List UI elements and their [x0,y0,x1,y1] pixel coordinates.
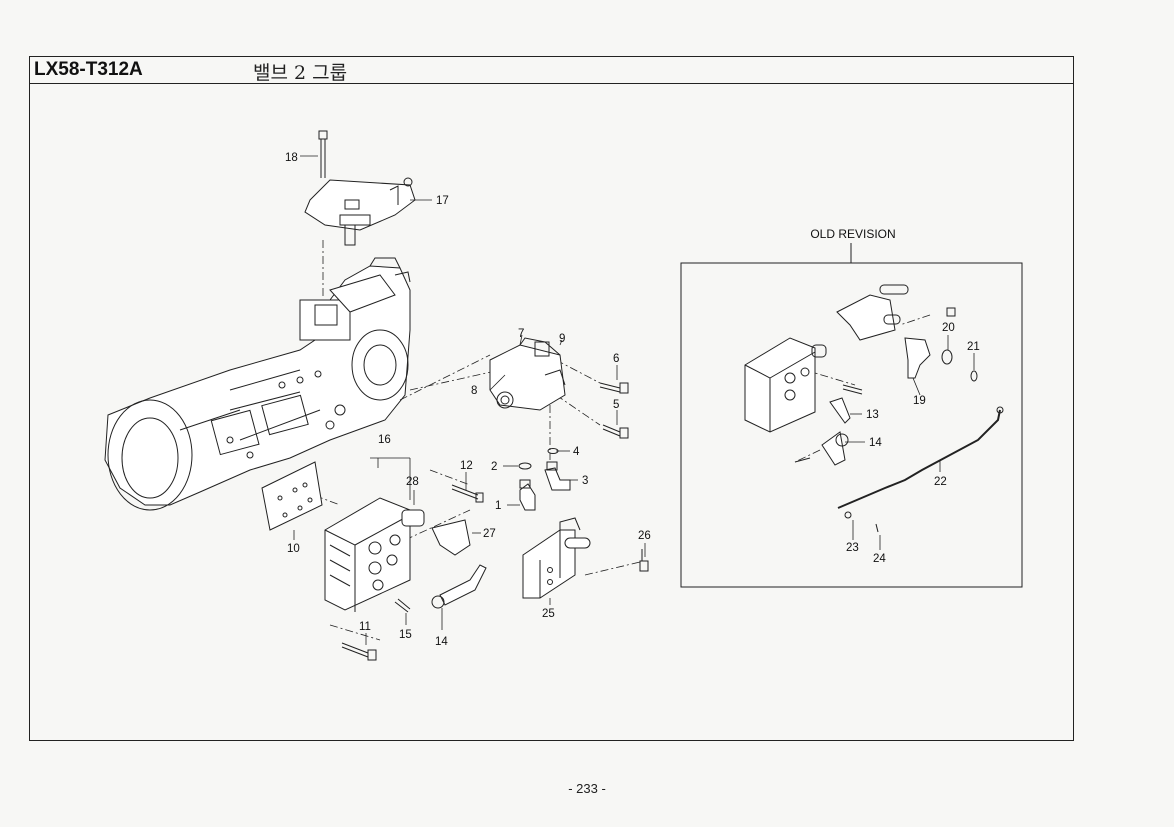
part-10-gasket [261,461,323,531]
callout-14-old: 14 [869,437,882,449]
callout-2: 2 [491,461,497,473]
part-6-bolt [599,382,629,394]
part-1-elbow-fitting [519,479,536,511]
callout-12: 12 [460,460,473,472]
part-group-title: 밸브 2 그룹 [253,62,348,84]
callout-18: 18 [285,152,298,164]
part-14-lever [431,564,487,609]
callout-13: 13 [866,409,879,421]
callout-17: 17 [436,195,449,207]
callout-6: 6 [613,353,619,365]
part-17-valve-bracket [304,177,416,246]
callout-20: 20 [942,322,955,334]
callout-21: 21 [967,341,980,353]
callout-16: 16 [378,434,391,446]
part-12-bolt [451,484,484,503]
callout-24: 24 [873,553,886,565]
callout-19: 19 [913,395,926,407]
callout-10: 10 [287,543,300,555]
part-22-rod [837,406,1004,509]
callout-8: 8 [471,385,477,397]
callout-22: 22 [934,476,947,488]
part-13-arm [829,397,851,424]
part-5-bolt [602,424,629,439]
part-27-bracket [431,519,471,556]
part-15-pin [394,598,411,613]
part-24-clip [875,523,879,533]
part-14-old-lever [821,431,849,466]
callout-15: 15 [399,629,412,641]
transmission-housing [104,257,411,511]
callout-1: 1 [495,500,501,512]
page-number: - 233 - [568,781,606,796]
part-20-bolt [946,307,956,317]
title-bar: LX58-T312A 밸브 2 그룹 [30,57,1073,84]
callout-7: 7 [518,328,524,340]
part-25-mounting-bracket [522,517,591,599]
part-21-clip [970,370,978,382]
callout-11: 11 [359,621,371,633]
callout-14-main: 14 [435,636,448,648]
callout-23: 23 [846,542,859,554]
callout-5: 5 [613,399,619,411]
part-group-code: LX58-T312A [34,59,143,80]
diagram-frame: LX58-T312A 밸브 2 그룹 [29,56,1074,741]
callout-26: 26 [638,530,651,542]
old-revision-panel [680,243,1023,588]
callout-4: 4 [573,446,580,458]
old-bracket [836,284,909,341]
part-26-bolt [639,549,649,572]
callout-27: 27 [483,528,496,540]
callout-leaders [293,155,975,645]
part-3-elbow-fitting [544,461,571,491]
leader-lines [299,240,931,641]
part-2-o-ring [518,462,532,470]
callout-3: 3 [582,475,588,487]
part-20-washer [941,349,953,365]
callout-28: 28 [406,476,419,488]
old-control-valve [744,337,827,433]
callout-9: 9 [559,333,565,345]
callout-25: 25 [542,608,555,620]
part-16-control-valve [324,497,411,612]
part-28-fitting [401,509,425,527]
part-23-pin [844,511,852,519]
old-revision-label: OLD REVISION [810,227,896,241]
part-18-bolt [318,130,328,178]
part-11-bolt [341,642,377,661]
callout-labels: 18 17 16 7 9 8 6 5 2 4 1 3 12 28 27 10 1… [285,152,980,648]
part-7-valve-block [489,337,566,411]
part-19-lever [904,337,931,379]
